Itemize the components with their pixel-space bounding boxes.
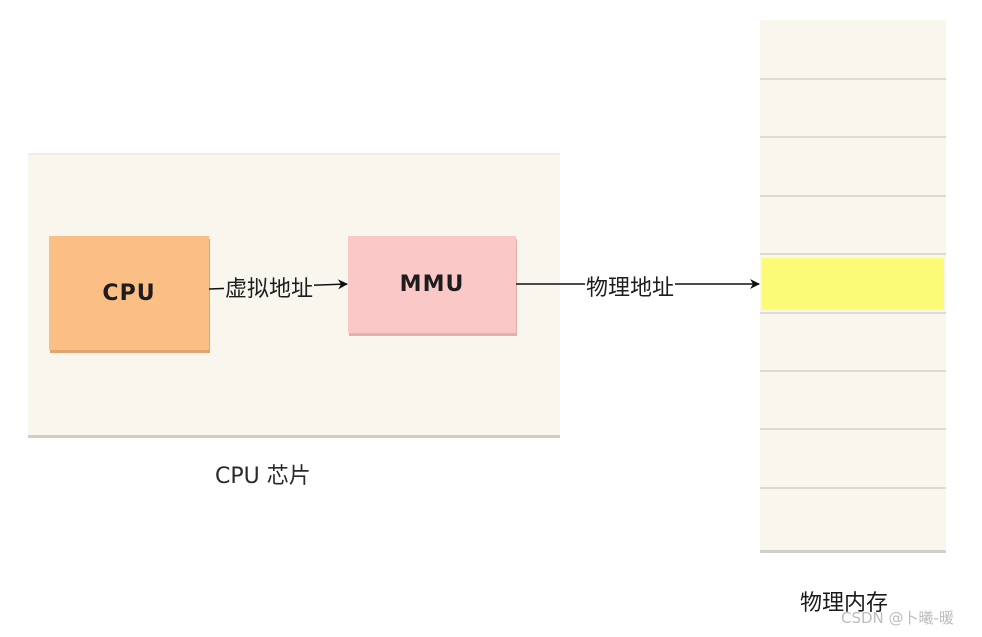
memory-slot [760,430,946,489]
physical-address-label: 物理地址 [585,270,676,302]
memory-slot-highlighted [762,258,944,310]
memory-slot [760,138,946,197]
memory-slot [760,20,946,80]
memory-slot [760,80,946,138]
memory-slot [760,372,946,430]
mmu-box: MMU [348,236,516,333]
watermark: CSDN @卜曦-暖 [841,609,954,627]
mmu-box-label: MMU [399,272,465,297]
cpu-box: CPU [49,236,209,350]
cpu-chip-caption: CPU 芯片 [215,464,311,489]
physical-memory-block [760,20,946,550]
memory-slot [760,312,946,372]
physical-memory-caption: 物理内存 [800,591,889,616]
memory-slot [760,197,946,255]
cpu-box-label: CPU [102,280,156,306]
virtual-address-label: 虚拟地址 [224,271,315,303]
